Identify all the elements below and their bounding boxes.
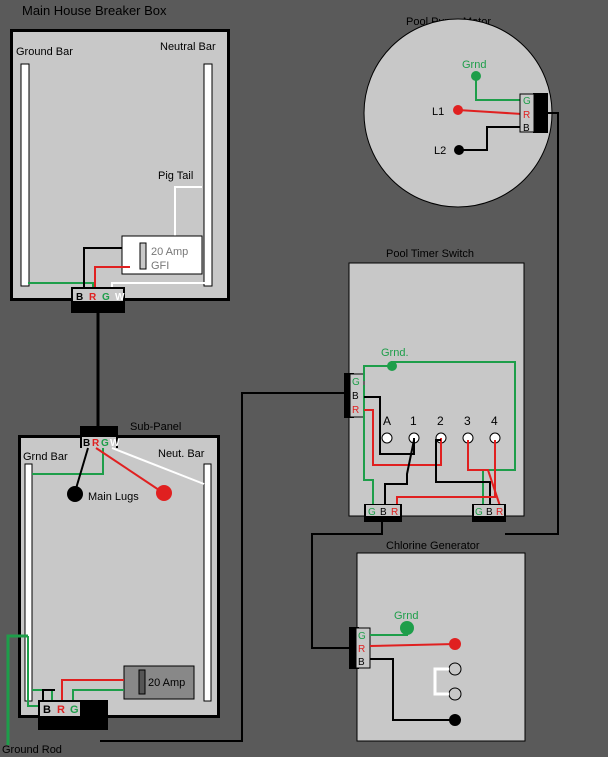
neut-bar: [203, 463, 212, 702]
sub-top-b: B: [83, 438, 90, 449]
chlorine-terminal-b: B: [358, 657, 365, 668]
pump-terminal-b: B: [523, 123, 530, 134]
main-lug-black: [67, 486, 83, 502]
timer-input-r: R: [352, 405, 359, 416]
sub-top-r: R: [92, 438, 100, 449]
timer-title: Pool Timer Switch: [386, 248, 474, 260]
ground-bar-label: Ground Bar: [16, 46, 73, 58]
chlorine-grnd-label: Grnd: [394, 610, 418, 622]
pump-conduit: [505, 112, 559, 535]
main-terminal-r: R: [89, 292, 97, 303]
main-terminal-w: W: [115, 292, 125, 303]
ground-rod-wire: [6, 634, 28, 745]
neut-bar-label: Neut. Bar: [158, 448, 205, 460]
timer-contacts: A 1 2 3 4: [381, 414, 501, 444]
chlorine-terminal-r: R: [358, 644, 365, 655]
chlorine-terminal-black: [449, 714, 461, 726]
sub-bottom-b: B: [43, 704, 51, 716]
pump-grnd-label: Grnd: [462, 59, 486, 71]
timer-feed-conduit: [100, 392, 344, 742]
main-red-wire: [94, 266, 130, 289]
timer-bl-b: B: [380, 507, 387, 518]
timer-input-g: G: [352, 377, 360, 388]
timer-contact-label: 1: [410, 414, 417, 428]
timer-bl-r: R: [391, 507, 398, 518]
main-terminal-b: B: [76, 292, 83, 303]
neutral-bar: [203, 63, 213, 287]
pump-terminal-block: [533, 93, 548, 133]
timer-contact-screw: [381, 432, 393, 444]
timer-bl-g: G: [368, 507, 376, 518]
timer-br-b: B: [486, 507, 493, 518]
pig-tail-label: Pig Tail: [158, 170, 193, 182]
gfi-label-amp: 20 Amp: [151, 246, 188, 258]
sub-bottom-g: G: [70, 704, 79, 716]
subpanel-breaker-label: 20 Amp: [148, 677, 185, 689]
timer-contact-label: A: [383, 414, 391, 428]
timer-contact-label: 3: [464, 414, 471, 428]
grnd-bar-label: Grnd Bar: [23, 451, 68, 463]
chlorine-jumper: [433, 667, 449, 696]
chlorine-terminal-jumper-top: [448, 662, 462, 676]
chlorine-terminal-red: [449, 638, 461, 650]
chlorine-terminal-jumper-bottom: [448, 687, 462, 701]
subpanel-title: Sub-Panel: [130, 421, 181, 433]
main-black-wire: [83, 247, 122, 289]
timer-contact-label: 2: [437, 414, 444, 428]
pig-tail-wire: [174, 186, 202, 237]
chlorine-title: Chlorine Generator: [386, 540, 480, 552]
ground-bar: [20, 63, 30, 287]
sub-top-g: G: [101, 438, 109, 449]
chlorine-conduit: [311, 522, 383, 649]
gfi-label-gfi: GFI: [151, 260, 169, 272]
main-lugs-label: Main Lugs: [88, 491, 139, 503]
timer-contact-label: 4: [491, 414, 498, 428]
ground-rod-label: Ground Rod: [2, 744, 62, 756]
pump-terminal-r: R: [523, 110, 530, 121]
chlorine-terminal-g: G: [358, 631, 366, 642]
sub-top-w: W: [110, 438, 120, 449]
chlorine-generator: [356, 552, 526, 742]
neutral-bar-label: Neutral Bar: [160, 41, 216, 53]
timer-br-r: R: [496, 507, 503, 518]
sub-bottom-r: R: [57, 704, 65, 716]
timer-input-block: [344, 373, 354, 418]
pump-l1-label: L1: [432, 106, 444, 118]
main-lug-red: [156, 485, 172, 501]
pump-terminal-g: G: [523, 96, 531, 107]
timer-input-b: B: [352, 391, 359, 402]
diagram-title: Main House Breaker Box: [22, 3, 167, 18]
main-terminal-g: G: [102, 292, 110, 303]
timer-br-g: G: [475, 507, 483, 518]
subpanel-20amp-breaker: [123, 665, 195, 700]
chlorine-terminal-block: [349, 627, 359, 669]
timer-grnd-label: Grnd.: [381, 347, 409, 359]
pump-l2-label: L2: [434, 145, 446, 157]
gfi-breaker: [121, 235, 203, 275]
